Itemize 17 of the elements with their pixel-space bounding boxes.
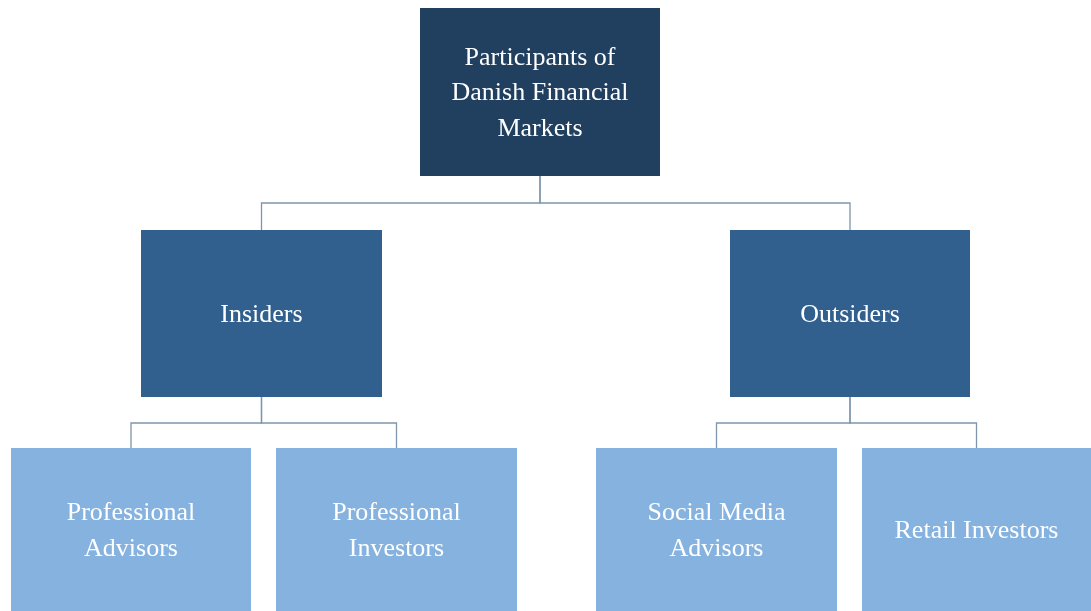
box-label: Social Media Advisors	[646, 496, 787, 564]
box-label: Insiders	[220, 297, 303, 330]
connector-line	[849, 396, 978, 449]
connector-line	[539, 175, 851, 231]
box-label: Outsiders	[800, 297, 900, 330]
connector-line	[260, 396, 398, 449]
org-box	[596, 448, 837, 611]
org-box	[730, 230, 970, 397]
org-box	[11, 448, 251, 611]
box-label: Professional Investors	[331, 496, 462, 564]
org-box	[141, 230, 382, 397]
org-box	[420, 8, 660, 176]
box-label: Retail Investors	[894, 513, 1059, 546]
org-box	[276, 448, 517, 611]
org-box	[862, 448, 1091, 611]
box-label: Participants of Danish Financial Markets	[450, 41, 630, 144]
box-label: Professional Advisors	[65, 496, 197, 564]
